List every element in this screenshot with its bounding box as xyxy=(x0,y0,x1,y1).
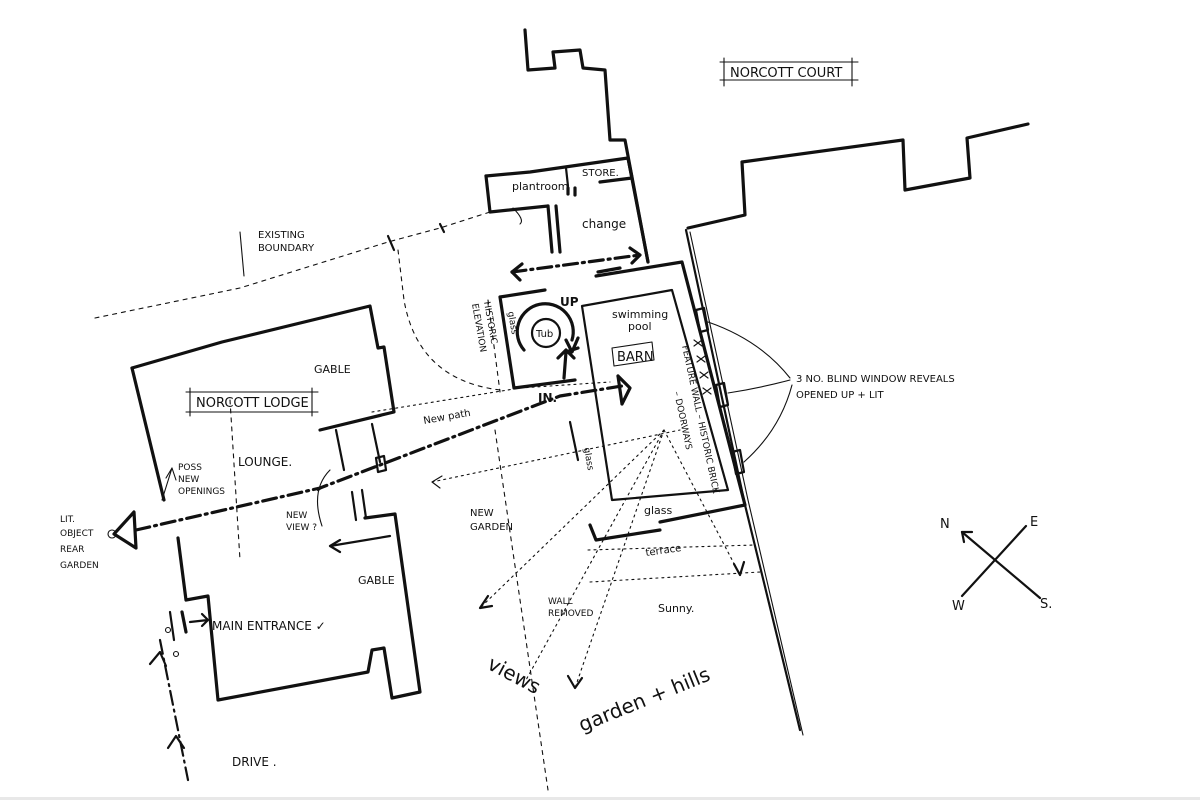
main-entrance-label: MAIN ENTRANCE ✓ xyxy=(212,619,326,633)
barn-label: BARN xyxy=(611,341,655,367)
wall-removed-line2: REMOVED xyxy=(548,609,593,619)
poss-new-openings xyxy=(161,467,177,501)
lit-object-line1: LIT. xyxy=(60,515,75,525)
change-label: change xyxy=(582,217,626,231)
drive-label: DRIVE . xyxy=(232,755,277,769)
feature-wall-line2: – DOORWAYS xyxy=(671,391,693,451)
tub-label: Tub xyxy=(535,329,553,340)
terrace-label: terrace xyxy=(645,543,682,559)
compass-e-label: E xyxy=(1030,515,1038,530)
compass-n-label: N xyxy=(940,517,950,532)
new-garden-line1: NEW xyxy=(470,508,494,519)
page-footer-strip xyxy=(0,797,1200,800)
poss-new-openings-line3: OPENINGS xyxy=(178,487,225,497)
glass-mid-label: glass xyxy=(581,447,595,472)
view-lines xyxy=(478,429,761,791)
plantroom-label: plantroom xyxy=(512,180,569,193)
wall-removed-line1: WALL xyxy=(548,597,573,607)
sunny-label: Sunny. xyxy=(658,602,694,615)
lit-object-line3: REAR xyxy=(60,545,84,555)
compass-icon xyxy=(960,524,1042,600)
glass-left-label: glass xyxy=(505,311,519,336)
lit-object-line2: OBJECT xyxy=(60,529,94,539)
svg-text:NORCOTT LODGE: NORCOTT LODGE xyxy=(196,396,309,411)
main-axis xyxy=(107,374,632,550)
tub xyxy=(515,302,580,380)
norcott-lodge-building xyxy=(130,304,422,702)
norcott-court-label: NORCOTT COURT xyxy=(719,57,859,87)
swimming-label: swimming xyxy=(612,308,668,321)
up-label: UP xyxy=(560,295,579,309)
new-view-arrow xyxy=(316,469,392,554)
svg-text:BARN: BARN xyxy=(617,350,654,365)
new-path-label: New path xyxy=(423,408,472,427)
new-view-line1: NEW xyxy=(286,511,307,521)
blind-windows xyxy=(693,306,793,476)
glass-bottom-label: glass xyxy=(644,504,673,517)
svg-text:NORCOTT COURT: NORCOTT COURT xyxy=(730,66,842,81)
pool-label: pool xyxy=(628,320,652,333)
in-label: IN. xyxy=(538,391,557,405)
plantroom-block xyxy=(484,156,650,264)
new-garden-line2: GARDEN xyxy=(470,522,513,533)
lounge-label: LOUNGE. xyxy=(238,455,292,469)
gable-top-label: GABLE xyxy=(314,363,351,376)
compass-w-label: W xyxy=(952,599,965,614)
main-entrance-marker xyxy=(164,610,210,658)
blind-windows-line1: 3 NO. BLIND WINDOW REVEALS xyxy=(796,374,955,385)
drive-path xyxy=(148,638,190,782)
garden-hills-label: garden + hills xyxy=(575,662,714,737)
views-label: views xyxy=(484,651,545,699)
new-path xyxy=(371,246,681,489)
existing-boundary xyxy=(94,211,501,393)
store-label: STORE. xyxy=(582,168,619,179)
barn-building xyxy=(498,260,747,542)
compass-s-label: S. xyxy=(1040,597,1052,612)
new-view-line2: VIEW ? xyxy=(286,523,317,533)
blind-windows-line2: OPENED UP + LIT xyxy=(796,390,885,401)
existing-boundary-line1: EXISTING xyxy=(258,230,305,241)
norcott-lodge-label: NORCOTT LODGE xyxy=(185,387,319,417)
existing-boundary-line2: BOUNDARY xyxy=(258,243,315,254)
poss-new-openings-line1: POSS xyxy=(178,463,202,473)
poss-new-openings-line2: NEW xyxy=(178,475,199,485)
gable-bottom-label: GABLE xyxy=(358,574,395,587)
lit-object-line4: GARDEN xyxy=(60,561,99,571)
